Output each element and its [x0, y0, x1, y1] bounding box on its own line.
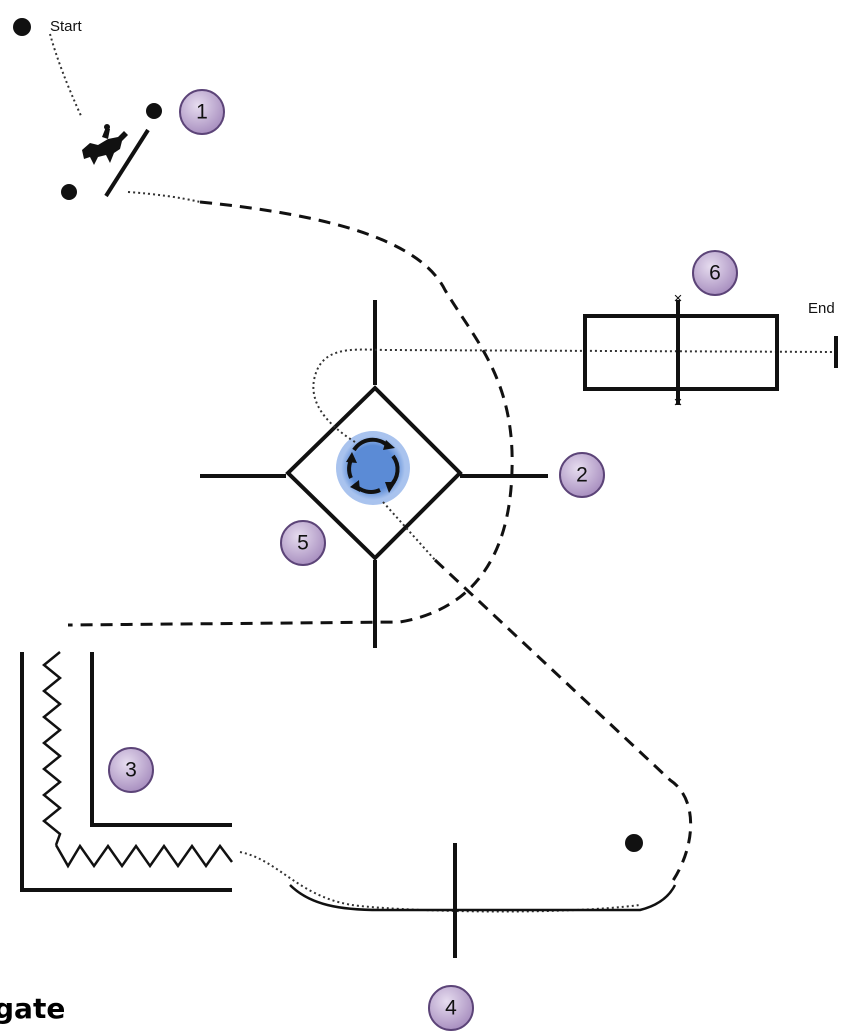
roundabout-diamond — [285, 385, 463, 561]
gate1-post-top — [146, 103, 162, 119]
route-loop-dashed — [67, 200, 514, 627]
route-start-to-gate1 — [49, 33, 83, 119]
horse-and-rider-icon — [82, 124, 128, 165]
obstacle-3-outer-wall — [20, 652, 232, 892]
roundabout-arrows-icon — [336, 431, 410, 505]
route-to-end-dotted — [312, 348, 836, 443]
svg-text:3: 3 — [125, 759, 137, 782]
marker-5: 5 — [280, 520, 326, 566]
marker-4: 4 — [428, 985, 474, 1031]
marker-6: 6 — [692, 250, 738, 296]
route-after-3-solid — [289, 884, 677, 912]
marker-3: 3 — [108, 747, 154, 793]
route-diagonal-dashed — [433, 558, 693, 886]
route-gate1-dotted — [127, 191, 201, 203]
start-label: Start — [50, 18, 83, 35]
svg-text:5: 5 — [297, 532, 309, 555]
svg-text:2: 2 — [576, 464, 588, 487]
end-label: End — [808, 300, 835, 317]
waypoint-dot — [625, 834, 643, 852]
obstacle-3-inner-wall — [90, 652, 232, 827]
gate1-bar — [104, 128, 150, 198]
start-point — [13, 18, 31, 36]
obstacle-6-box — [583, 314, 779, 391]
marker-1: 1 — [179, 89, 225, 135]
route-exit-dotted — [382, 501, 436, 561]
obstacle-3-zigzag-vertical — [42, 651, 62, 846]
obstacle-6-x-bottom: × — [674, 394, 683, 411]
gate1-post-bottom — [61, 184, 77, 200]
caption-text: gate — [0, 992, 65, 1025]
marker-2: 2 — [559, 452, 605, 498]
route-after-3-dotted — [239, 851, 641, 913]
obstacle-6-x-top: × — [674, 290, 683, 307]
svg-text:4: 4 — [445, 997, 457, 1020]
obstacle-3-zigzag-horizontal — [54, 843, 233, 869]
svg-text:1: 1 — [196, 101, 208, 124]
svg-text:6: 6 — [709, 262, 721, 285]
